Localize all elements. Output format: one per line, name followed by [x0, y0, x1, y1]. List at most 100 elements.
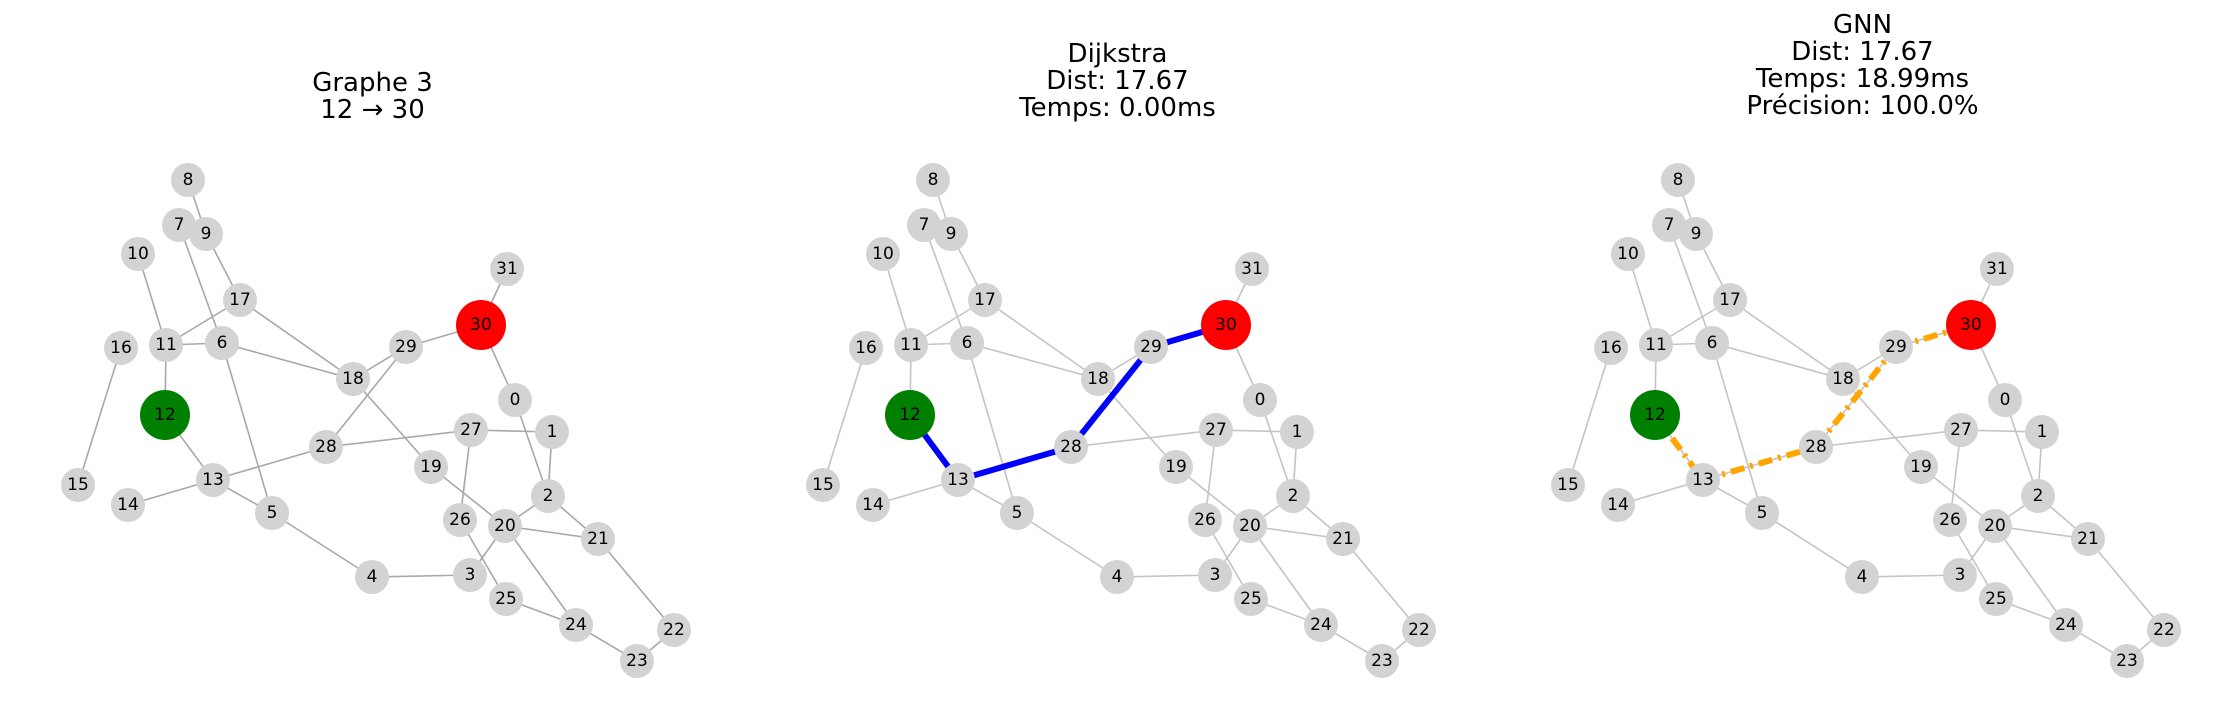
- node-label: 31: [1241, 259, 1263, 279]
- node-25: [1979, 582, 2013, 616]
- node-1: [2025, 415, 2059, 449]
- node-label: 29: [1885, 337, 1907, 357]
- node-label: 17: [229, 290, 251, 310]
- node-label: 8: [1673, 170, 1684, 190]
- nodes-group: 0123456789101112131415161718192021222324…: [806, 163, 1436, 678]
- node-24: [1304, 608, 1338, 642]
- edge-5-4: [1761, 512, 1863, 578]
- node-18: [1081, 362, 1115, 396]
- node-31: [1235, 252, 1269, 286]
- node-label: 3: [465, 565, 476, 585]
- node-label: 22: [1408, 620, 1430, 640]
- node-8: [1661, 163, 1695, 197]
- title-line: GNN: [1832, 10, 1893, 40]
- node-2: [2021, 479, 2055, 513]
- node-label: 0: [1255, 390, 1266, 410]
- node-19: [1159, 450, 1193, 484]
- node-label: 1: [2037, 422, 2048, 442]
- title-line: Dijkstra: [1067, 39, 1168, 69]
- node-4: [1845, 560, 1879, 594]
- node-label: 13: [947, 470, 969, 490]
- node-label: 24: [2055, 615, 2077, 635]
- node-25: [489, 582, 523, 616]
- node-label: 18: [1087, 369, 1109, 389]
- node-label: 11: [155, 335, 177, 355]
- node-label: 26: [1939, 510, 1961, 530]
- node-14: [856, 488, 890, 522]
- node-label: 2: [1288, 486, 1299, 506]
- node-label: 13: [202, 470, 224, 490]
- node-label: 4: [1857, 567, 1868, 587]
- node-label: 25: [1240, 589, 1262, 609]
- node-label: 20: [1984, 516, 2006, 536]
- node-9: [934, 217, 968, 251]
- node-1: [1280, 415, 1314, 449]
- node-30-target: [456, 300, 506, 350]
- node-29: [389, 330, 423, 364]
- node-22: [2147, 613, 2181, 647]
- node-17: [1713, 283, 1747, 317]
- edge-16-15: [1567, 347, 1612, 486]
- node-17: [968, 283, 1002, 317]
- node-21: [1326, 522, 1360, 556]
- node-label: 25: [495, 589, 517, 609]
- node-4: [355, 560, 389, 594]
- node-0: [1243, 383, 1277, 417]
- node-3: [1198, 558, 1232, 592]
- edge-20-24: [1994, 525, 2067, 626]
- node-15: [1551, 468, 1585, 502]
- title-line: Graphe 3: [312, 68, 433, 98]
- edge-21-22: [1342, 538, 1420, 631]
- node-1: [535, 415, 569, 449]
- node-22: [657, 613, 691, 647]
- edge-5-4: [1016, 512, 1118, 578]
- edge-21-22: [597, 538, 675, 631]
- node-19: [414, 450, 448, 484]
- node-9: [189, 217, 223, 251]
- node-label: 7: [919, 215, 930, 235]
- node-label: 8: [928, 170, 939, 190]
- graph-canvas: 0123456789101112131415161718192021222324…: [806, 163, 1436, 678]
- node-label: 17: [1719, 290, 1741, 310]
- node-26: [443, 503, 477, 537]
- edge-6-18: [966, 342, 1099, 380]
- node-14: [111, 488, 145, 522]
- node-label: 22: [663, 620, 685, 640]
- node-26: [1933, 503, 1967, 537]
- edge-5-4: [271, 512, 373, 578]
- node-label: 7: [174, 215, 185, 235]
- node-label: 15: [1557, 475, 1579, 495]
- node-label: 15: [67, 475, 89, 495]
- node-label: 26: [449, 510, 471, 530]
- graph-canvas: 0123456789101112131415161718192021222324…: [1551, 163, 2181, 678]
- node-label: 19: [1910, 457, 1932, 477]
- node-28: [1799, 430, 1833, 464]
- node-label: 21: [1332, 529, 1354, 549]
- edge-20-24: [504, 525, 577, 626]
- node-label: 9: [946, 224, 957, 244]
- node-21: [581, 522, 615, 556]
- node-label: 19: [1165, 457, 1187, 477]
- node-label: 10: [1617, 244, 1639, 264]
- node-18: [336, 362, 370, 396]
- node-label: 27: [1950, 420, 1972, 440]
- node-27: [454, 413, 488, 447]
- node-24: [559, 608, 593, 642]
- node-23: [2110, 644, 2144, 678]
- edge-18-19: [1842, 378, 1922, 468]
- nodes-group: 0123456789101112131415161718192021222324…: [61, 163, 691, 678]
- node-30-target: [1946, 300, 1996, 350]
- node-label: 18: [342, 369, 364, 389]
- node-28: [309, 430, 343, 464]
- node-2: [531, 479, 565, 513]
- node-28: [1054, 430, 1088, 464]
- node-label: 22: [2153, 620, 2175, 640]
- edge-17-18: [1729, 299, 1844, 380]
- node-label: 26: [1194, 510, 1216, 530]
- edge-6-5: [966, 342, 1018, 514]
- node-label: 30: [1960, 315, 1982, 335]
- node-13: [196, 463, 230, 497]
- node-label: 6: [1707, 333, 1718, 353]
